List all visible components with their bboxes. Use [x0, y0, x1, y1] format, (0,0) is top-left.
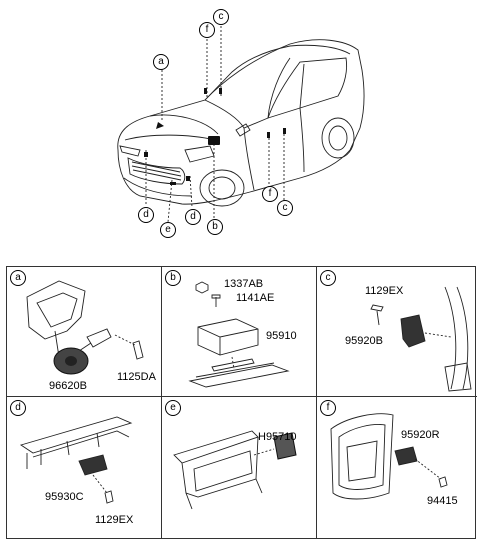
part-1129EX-c: 1129EX — [365, 285, 404, 297]
callout-f-side: f — [262, 186, 278, 202]
part-95920B: 95920B — [345, 335, 383, 347]
callout-b-bottom: b — [207, 219, 223, 235]
front-impact-sensor-e-drawing — [173, 430, 297, 510]
front-sensor-d-drawing — [19, 416, 133, 504]
panel-c: c 1129EX 95920B — [317, 267, 477, 397]
part-96620B: 96620B — [49, 380, 87, 392]
callout-c-top: c — [213, 9, 229, 25]
callout-e-bottom: e — [160, 222, 176, 238]
part-1129EX-d: 1129EX — [95, 514, 134, 526]
part-1337AB: 1337AB — [224, 278, 264, 290]
panel-f-tag: f — [320, 400, 336, 416]
part-1141AE: 1141AE — [236, 292, 275, 304]
panel-a-tag: a — [10, 270, 26, 286]
panel-d-tag: d — [10, 400, 26, 416]
door-sensor-f-drawing — [330, 413, 448, 500]
panel-e-tag: e — [165, 400, 181, 416]
part-1125DA: 1125DA — [117, 371, 156, 383]
part-95910: 95910 — [266, 330, 297, 342]
side-sensor-c-drawing — [370, 286, 472, 392]
panel-d: d 95930C 1129EX — [7, 397, 162, 538]
callout-a-top: a — [153, 54, 169, 70]
airbag-module-drawing — [188, 281, 290, 388]
parts-grid: a 96620B 1125DA b 1337AB 1141AE 95910 — [6, 266, 477, 539]
panel-b: b 1337AB 1141AE 95910 — [162, 267, 317, 397]
panel-f: f 95920R 94415 — [317, 397, 477, 538]
part-94415: 94415 — [427, 495, 458, 507]
panel-b-tag: b — [165, 270, 181, 286]
callout-d-bottom: d — [185, 209, 201, 225]
car-overview: a f c d e d b f c — [0, 0, 480, 250]
callout-d-left: d — [138, 207, 154, 223]
part-95930C: 95930C — [45, 491, 84, 503]
part-95920R: 95920R — [401, 429, 440, 441]
callout-c-side: c — [277, 200, 293, 216]
callout-f-top: f — [199, 22, 215, 38]
horn-bracket-drawing — [26, 280, 144, 375]
panel-e: e H95710 — [162, 397, 317, 538]
panel-c-tag: c — [320, 270, 336, 286]
panel-a: a 96620B 1125DA — [7, 267, 162, 397]
car-illustration — [117, 22, 365, 223]
part-H95710: H95710 — [258, 431, 297, 443]
